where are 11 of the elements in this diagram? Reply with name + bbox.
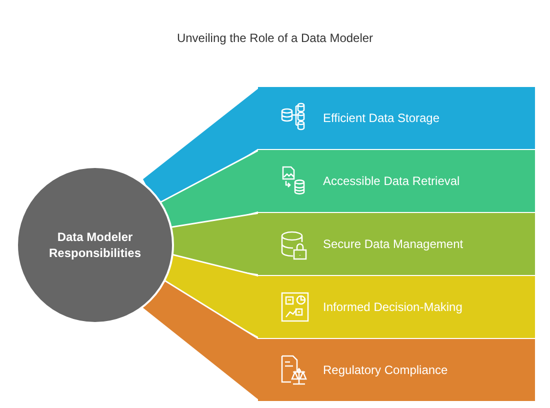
center-label: Data Modeler Responsibilities [48,229,142,261]
responsibility-band [258,339,535,401]
band-label: Informed Decision-Making [323,300,462,314]
responsibility-band [258,87,535,149]
band-label: Secure Data Management [323,237,464,251]
band-label: Regulatory Compliance [323,363,448,377]
title: Unveiling the Role of a Data Modeler [176,31,374,45]
responsibility-band [258,150,535,212]
band-label: Accessible Data Retrieval [323,174,460,188]
responsibility-band [258,276,535,338]
band-label: Efficient Data Storage [323,111,440,125]
